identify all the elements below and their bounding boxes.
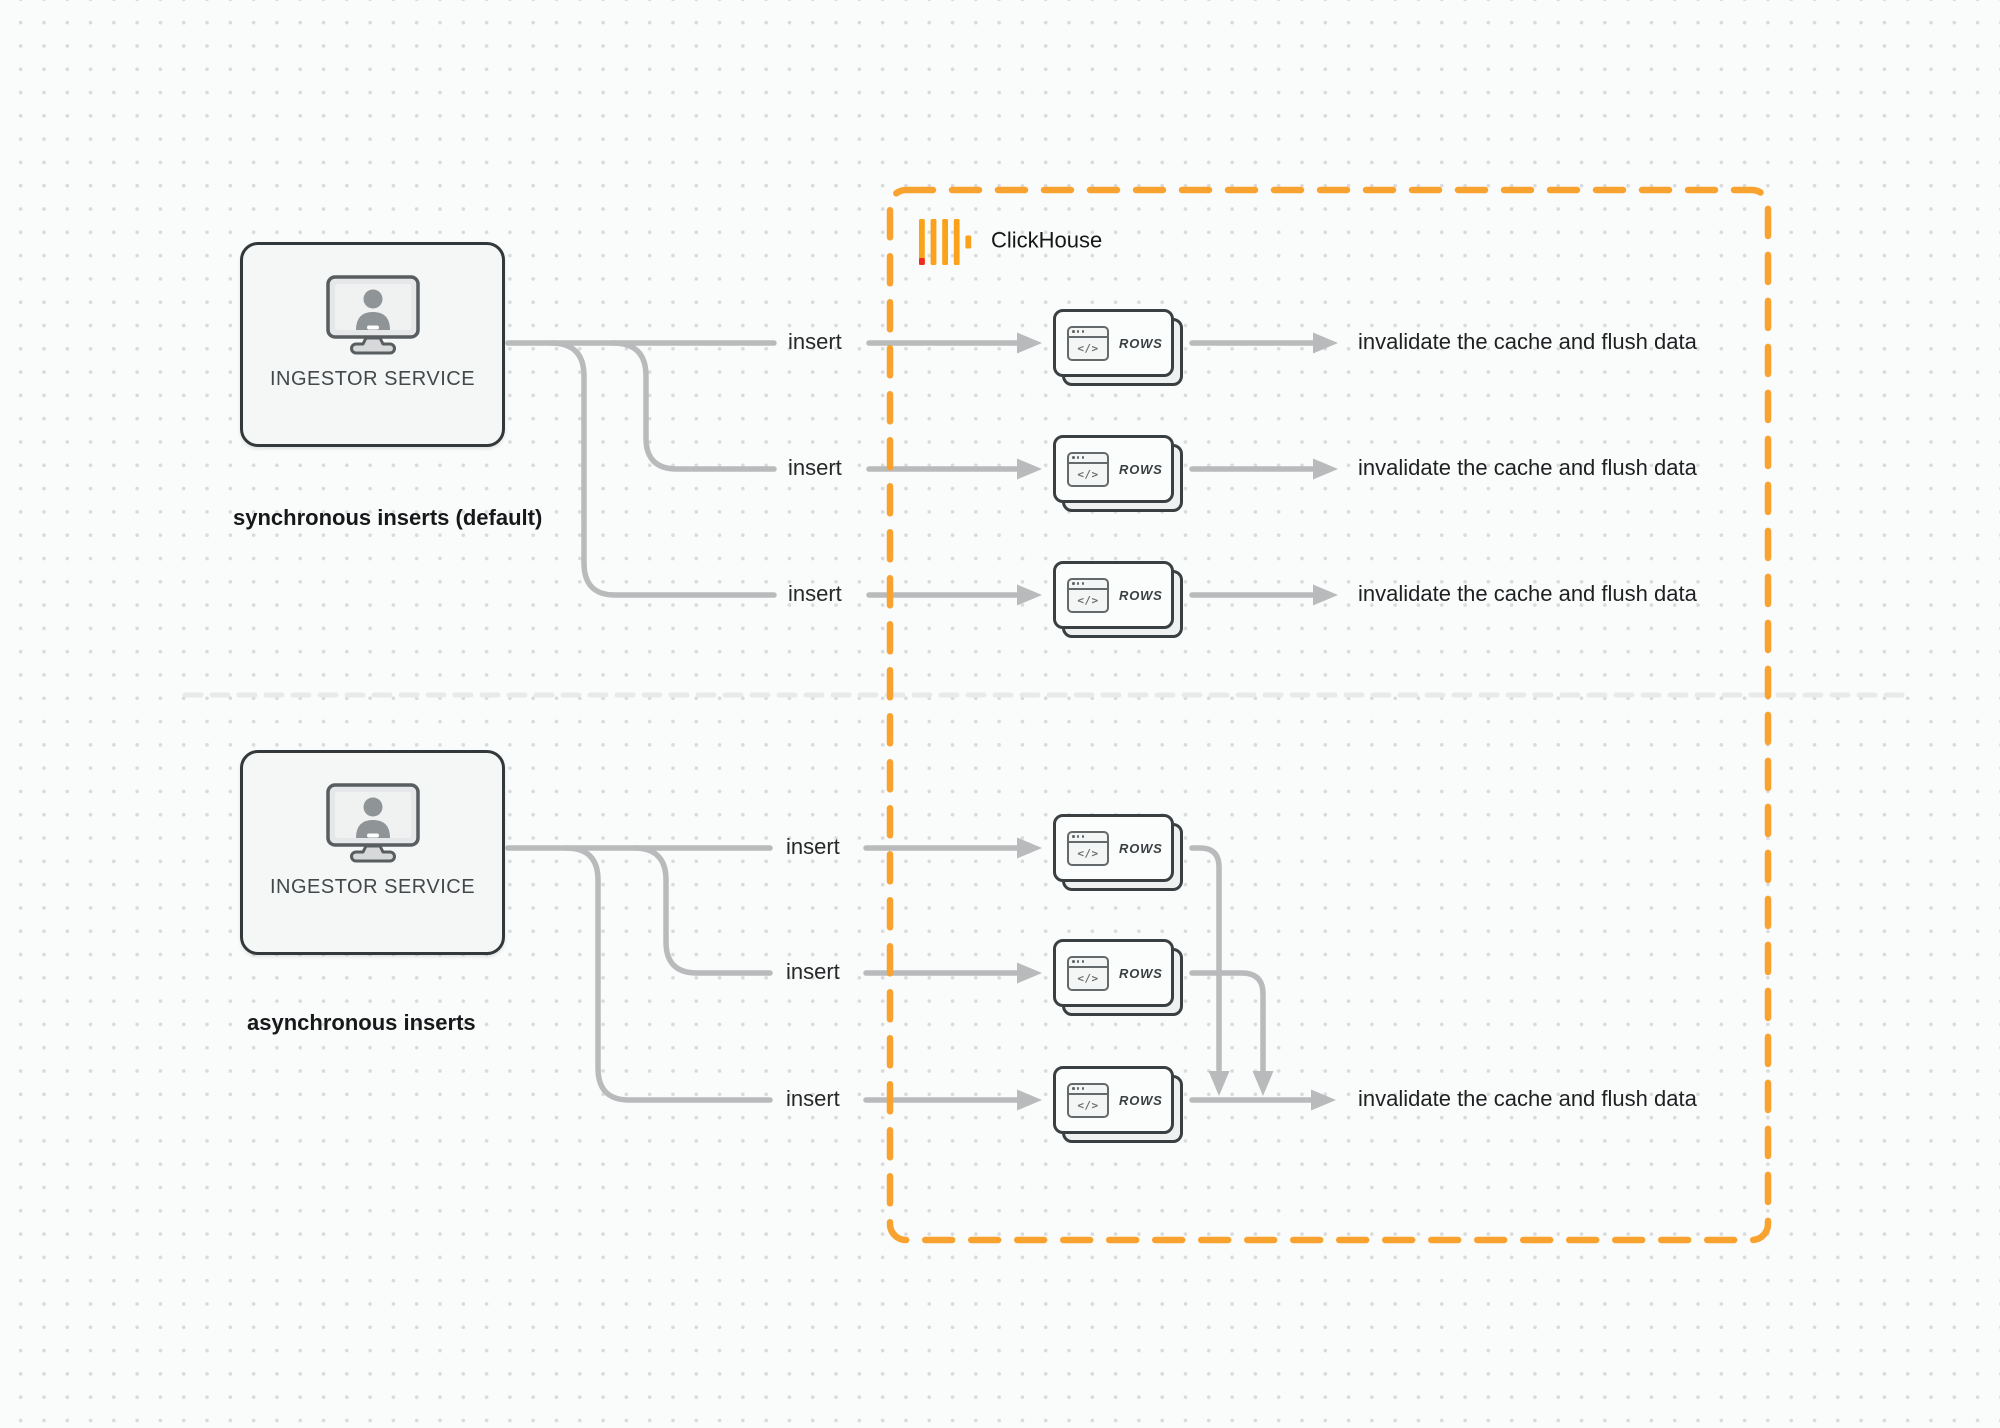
- arrowhead-right: [1313, 458, 1338, 480]
- rows-table-card: </> ROWS: [1053, 814, 1186, 894]
- arrowhead-right: [1017, 458, 1042, 480]
- clickhouse-title: ClickHouse: [991, 227, 1103, 253]
- arrowhead-right: [1017, 584, 1042, 606]
- code-glyph: </>: [1077, 972, 1099, 985]
- result-label: invalidate the cache and flush data: [1358, 1085, 1697, 1111]
- window-dots-icon: [1069, 958, 1107, 968]
- insert-label: insert: [786, 1085, 840, 1111]
- clickhouse-boundary-box: [886, 186, 1772, 1244]
- code-glyph: </>: [1077, 468, 1099, 481]
- arrowhead-right: [1311, 1089, 1336, 1111]
- ingestor-service-label: INGESTOR SERVICE: [269, 368, 476, 390]
- rows-table-card: </> ROWS: [1053, 561, 1186, 641]
- arrowhead-right: [1313, 332, 1338, 354]
- insert-label: insert: [788, 328, 842, 354]
- code-window-icon: </>: [1067, 955, 1109, 991]
- code-window-icon: </>: [1067, 577, 1109, 613]
- rows-table-card: </> ROWS: [1053, 939, 1186, 1019]
- monitor-user-icon: [325, 783, 420, 863]
- window-dots-icon: [1069, 580, 1107, 590]
- arrowhead-right: [1017, 332, 1042, 354]
- async-converge-row2: [1189, 970, 1266, 1073]
- rows-card-front: </> ROWS: [1053, 939, 1174, 1007]
- code-glyph: </>: [1077, 1099, 1099, 1112]
- sync-section-label: synchronous inserts (default): [233, 505, 543, 530]
- rows-label: ROWS: [1119, 1092, 1163, 1108]
- async-branch-row2: [631, 845, 773, 976]
- insert-label: insert: [786, 833, 840, 859]
- insert-label: insert: [788, 580, 842, 606]
- ingestor-service-box-sync: INGESTOR SERVICE: [240, 242, 505, 447]
- result-label: invalidate the cache and flush data: [1358, 580, 1697, 606]
- window-dots-icon: [1069, 833, 1107, 843]
- code-glyph: </>: [1077, 594, 1099, 607]
- insert-label: insert: [786, 958, 840, 984]
- code-glyph: </>: [1077, 342, 1099, 355]
- rows-label: ROWS: [1119, 840, 1163, 856]
- arrowhead-down: [1208, 1071, 1230, 1096]
- result-label: invalidate the cache and flush data: [1358, 454, 1697, 480]
- rows-table-card: </> ROWS: [1053, 435, 1186, 515]
- code-glyph: </>: [1077, 847, 1099, 860]
- rows-card-front: </> ROWS: [1053, 1066, 1174, 1134]
- sync-branch-row3: [548, 340, 777, 598]
- arrowhead-down: [1252, 1071, 1274, 1096]
- clickhouse-logo-icon: [919, 219, 973, 272]
- window-dots-icon: [1069, 1085, 1107, 1095]
- result-label: invalidate the cache and flush data: [1358, 328, 1697, 354]
- code-window-icon: </>: [1067, 325, 1109, 361]
- rows-table-card: </> ROWS: [1053, 1066, 1186, 1146]
- connector-lines: [505, 340, 1316, 1103]
- arrowhead-right: [1017, 962, 1042, 984]
- window-dots-icon: [1069, 328, 1107, 338]
- rows-label: ROWS: [1119, 461, 1163, 477]
- ingestor-service-label: INGESTOR SERVICE: [269, 876, 476, 898]
- async-converge-row1: [1189, 845, 1222, 1073]
- arrowheads: [1017, 332, 1338, 1111]
- sync-branch-row2: [610, 340, 777, 472]
- code-window-icon: </>: [1067, 1082, 1109, 1118]
- code-window-icon: </>: [1067, 830, 1109, 866]
- clickhouse-logo-bars: [919, 219, 972, 265]
- window-dots-icon: [1069, 454, 1107, 464]
- rows-label: ROWS: [1119, 965, 1163, 981]
- insert-label: insert: [788, 454, 842, 480]
- arrowhead-right: [1313, 584, 1338, 606]
- code-window-icon: </>: [1067, 451, 1109, 487]
- rows-label: ROWS: [1119, 587, 1163, 603]
- async-branch-row3: [563, 845, 773, 1103]
- async-section-label: asynchronous inserts: [247, 1010, 476, 1035]
- arrowhead-right: [1017, 837, 1042, 859]
- arrowhead-right: [1017, 1089, 1042, 1111]
- rows-label: ROWS: [1119, 335, 1163, 351]
- rows-card-front: </> ROWS: [1053, 814, 1174, 882]
- rows-table-card: </> ROWS: [1053, 309, 1186, 389]
- ingestor-service-box-async: INGESTOR SERVICE: [240, 750, 505, 955]
- rows-card-front: </> ROWS: [1053, 309, 1174, 377]
- rows-card-front: </> ROWS: [1053, 435, 1174, 503]
- rows-card-front: </> ROWS: [1053, 561, 1174, 629]
- monitor-user-icon: [325, 275, 420, 355]
